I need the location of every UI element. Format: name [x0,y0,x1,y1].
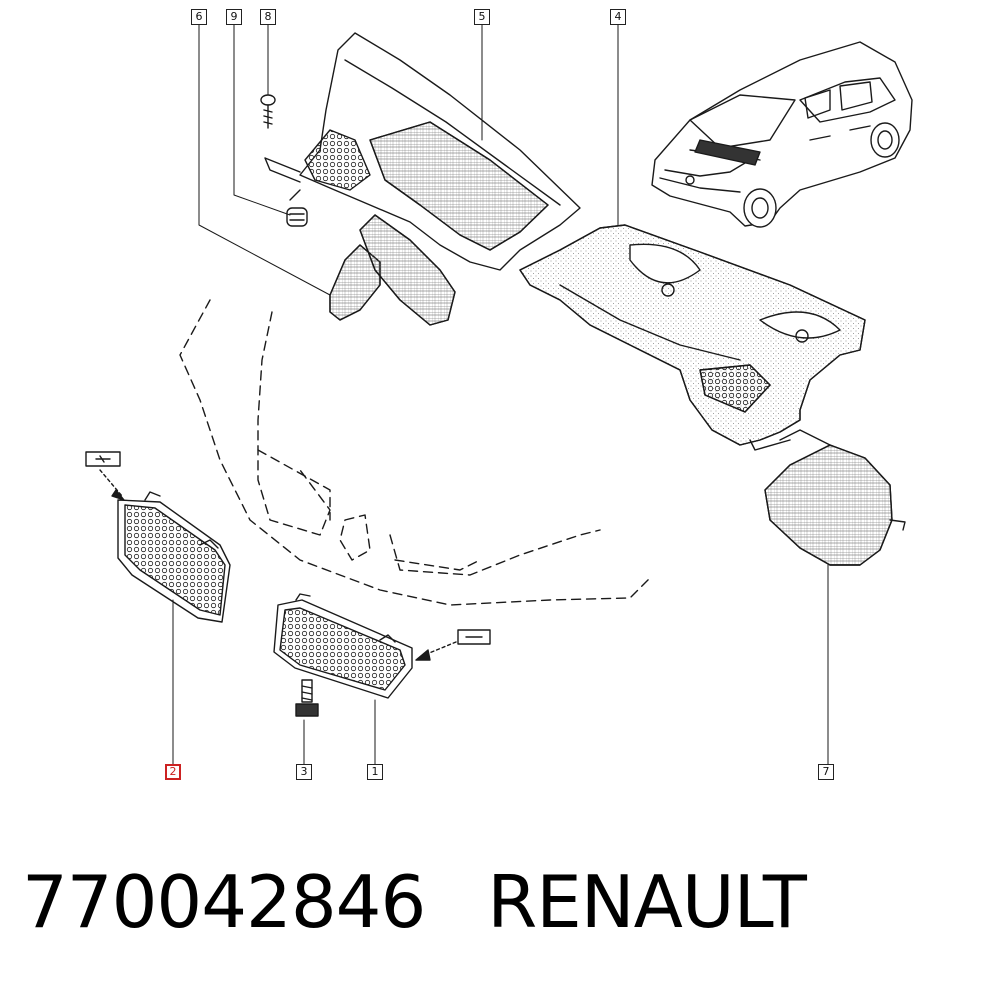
callout-2: 2 [165,764,181,780]
part-7-side-trim [764,429,906,566]
hood-outline-dashed [179,299,651,606]
part-4-right-cowl [519,224,866,451]
leader-lines [172,24,829,765]
part-5-left-cowl [264,32,581,271]
car-illustration [651,41,913,228]
label-tag-right [415,629,491,661]
callout-9: 9 [226,9,242,25]
callout-5: 5 [474,9,490,25]
part-6-deflector [329,214,456,326]
part-8-screw [260,94,276,129]
brand-name: RENAULT [487,860,807,944]
callout-4: 4 [610,9,626,25]
part-1-right-grille [273,593,413,699]
callout-1: 1 [367,764,383,780]
part-number: 770042846 [22,860,426,944]
part-9-clip [286,207,308,227]
callout-6: 6 [191,9,207,25]
part-3-bolt [295,679,319,717]
callout-3: 3 [296,764,312,780]
caption: 770042846 RENAULT [22,862,982,942]
label-tag-left [85,451,125,501]
callout-7: 7 [818,764,834,780]
callout-8: 8 [260,9,276,25]
part-2-left-grille [117,491,231,623]
